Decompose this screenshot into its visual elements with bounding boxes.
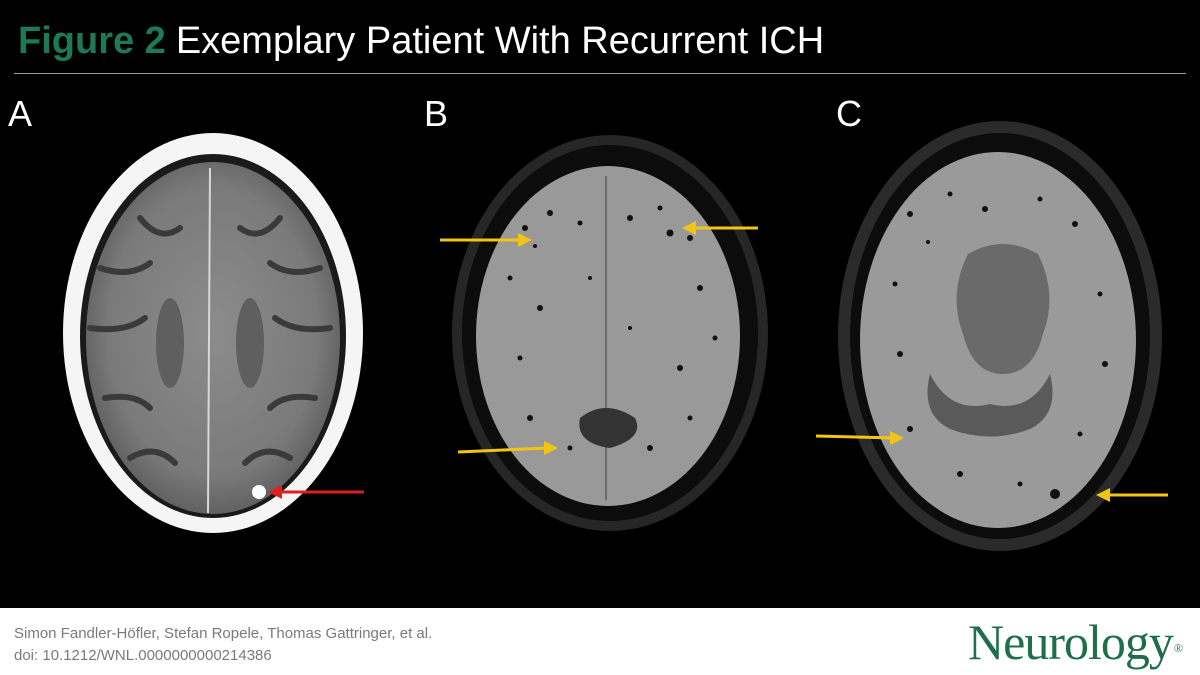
ventricle-posterior (927, 374, 1053, 437)
arrow-c-2 (1096, 488, 1168, 502)
lateral-ventricle-left (156, 298, 184, 388)
microbleed-dots (507, 205, 718, 451)
panel-label-a: A (8, 93, 33, 134)
citation-doi: doi: 10.1212/WNL.0000000000214386 (14, 647, 272, 664)
brain-tissue (476, 166, 740, 506)
panel-label-c: C (836, 93, 862, 134)
lateral-ventricle-right (236, 298, 264, 388)
posterior-lesion (579, 408, 638, 448)
ct-scan-image (63, 133, 364, 533)
arrow-b-1 (440, 233, 532, 247)
microbleed-dots (892, 191, 1108, 499)
brain-tissue (86, 162, 340, 514)
arrow-b-3 (457, 441, 558, 455)
arrow-b-2 (682, 221, 758, 235)
hemorrhage-lesion (252, 485, 266, 499)
arrow-a (268, 485, 364, 499)
lateral-ventricles (956, 244, 1050, 374)
arrow-c-1 (815, 431, 904, 445)
registered-mark: ® (1173, 641, 1183, 655)
figure-title-text: Exemplary Patient With Recurrent ICH (175, 20, 825, 62)
mri-swi-image-b (440, 135, 768, 531)
title-divider (14, 73, 1186, 74)
citation-authors: Simon Fandler-Höfler, Stefan Ropele, Tho… (14, 625, 433, 642)
sulci (87, 215, 333, 466)
panel-label-b: B (424, 93, 449, 134)
mri-swi-image-c (815, 121, 1168, 551)
journal-logo: Neurology® (968, 614, 1183, 670)
journal-logo-text: Neurology (968, 614, 1174, 670)
figure-label: Figure 2 (18, 20, 166, 62)
figure-footer: Simon Fandler-Höfler, Stefan Ropele, Tho… (0, 608, 1200, 675)
